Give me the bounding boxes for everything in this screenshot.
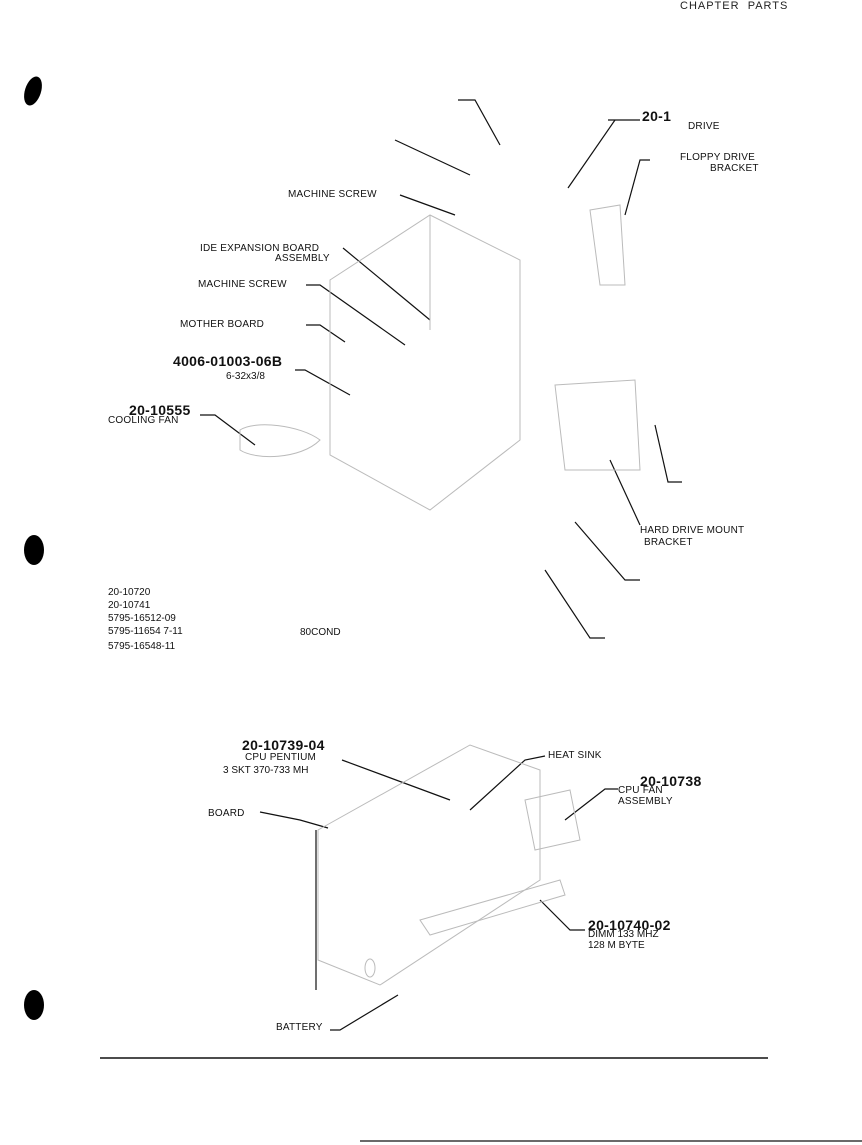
cpu-fan-label-2: ASSEMBLY: [618, 796, 673, 807]
cpu-label: CPU PENTIUM: [245, 752, 317, 763]
leader-top-screw: [458, 99, 501, 146]
hdd-mount-label-2: BRACKET: [644, 537, 693, 548]
leader-cpu-fan: [564, 788, 618, 821]
part-list-item: 5795-16548-11: [108, 641, 176, 652]
parts-label: PARTS: [747, 0, 789, 12]
leader-heat-sink: [469, 755, 546, 811]
cpu-spec: 3 SKT 370-733 MH: [223, 765, 309, 776]
leader-bottom-right-2: [544, 569, 605, 639]
leader-upper-screw: [394, 139, 471, 176]
machine-screw-label-1: MACHINE SCREW: [288, 189, 377, 200]
screw-size: 6-32x3/8: [226, 371, 265, 382]
ide-board-label-1: IDE EXPANSION BOARD: [200, 243, 320, 254]
leader-bottom-right-1: [574, 521, 640, 581]
part-list-item: 20-10720: [108, 587, 151, 598]
floppy-bracket-label-2: BRACKET: [710, 163, 759, 174]
drive-part-number: 20-1: [642, 108, 672, 124]
leader-cpu: [341, 759, 451, 801]
leader-machine-screw-1: [399, 194, 456, 216]
hdd-mount-label-1: HARD DRIVE MOUNT: [640, 525, 745, 536]
cooling-fan-part-number: 20-10555: [129, 402, 191, 418]
binder-hole-bottom: [24, 990, 44, 1020]
leader-ide-board: [342, 247, 431, 321]
ide-board-label-2: ASSEMBLY: [275, 253, 330, 264]
leader-drive: [567, 119, 616, 189]
binder-hole-middle: [24, 535, 44, 565]
board-label: BOARD: [208, 808, 245, 819]
mother-board-label: MOTHER BOARD: [180, 319, 265, 330]
cooling-fan-label: COOLING FAN: [108, 415, 179, 426]
part-list-item: 5795-16512-09: [108, 613, 176, 624]
machine-screw-label-2: MACHINE SCREW: [198, 279, 287, 290]
screw-part-number: 4006-01003-06B: [173, 353, 283, 369]
leader-floppy-bracket: [624, 159, 650, 216]
chapter-label: CHAPTER: [680, 0, 740, 12]
heat-sink-label: HEAT SINK: [548, 750, 602, 761]
leader-dimm: [539, 899, 585, 931]
cpu-part-number: 20-10739-04: [242, 737, 325, 753]
cpu-fan-part-number: 20-10738: [640, 773, 702, 789]
leader-machine-screw-2: [306, 284, 406, 346]
part-list-item: 20-10741: [108, 600, 151, 611]
dimm-size: 128 M BYTE: [588, 940, 645, 951]
leader-board: [259, 811, 329, 829]
dimm-part-number: 20-10740-02: [588, 917, 671, 933]
dimm-label: DIMM 133 MHZ: [588, 929, 659, 940]
leader-battery: [330, 994, 399, 1031]
leader-screw-pn: [295, 369, 351, 396]
leader-hdd-mount: [609, 459, 641, 526]
cpu-fan-label-1: CPU FAN: [618, 785, 663, 796]
part-list-item: 5795-11654 7-11: [108, 626, 183, 637]
leader-cooling-fan: [200, 414, 256, 446]
leader-right-bracket: [654, 424, 682, 483]
leader-mother-board: [306, 324, 346, 343]
floppy-bracket-label-1: FLOPPY DRIVE: [680, 152, 756, 163]
chapter-header: CHAPTER PARTS: [680, 0, 788, 12]
battery-label: BATTERY: [276, 1022, 323, 1033]
part-list-note: 80COND: [300, 627, 341, 638]
drive-label: DRIVE: [688, 121, 720, 132]
